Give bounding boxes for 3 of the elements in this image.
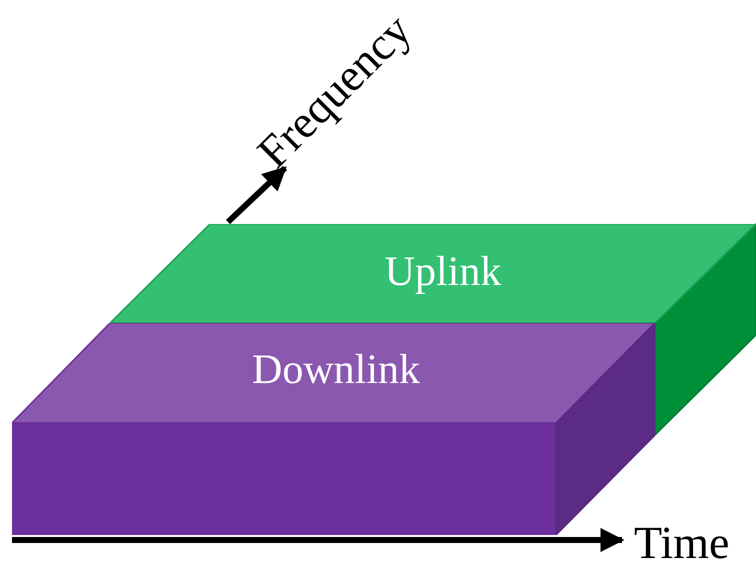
block-label: Uplink <box>384 251 502 293</box>
block-label: Downlink <box>252 349 420 391</box>
axis-label: Time <box>634 520 730 565</box>
